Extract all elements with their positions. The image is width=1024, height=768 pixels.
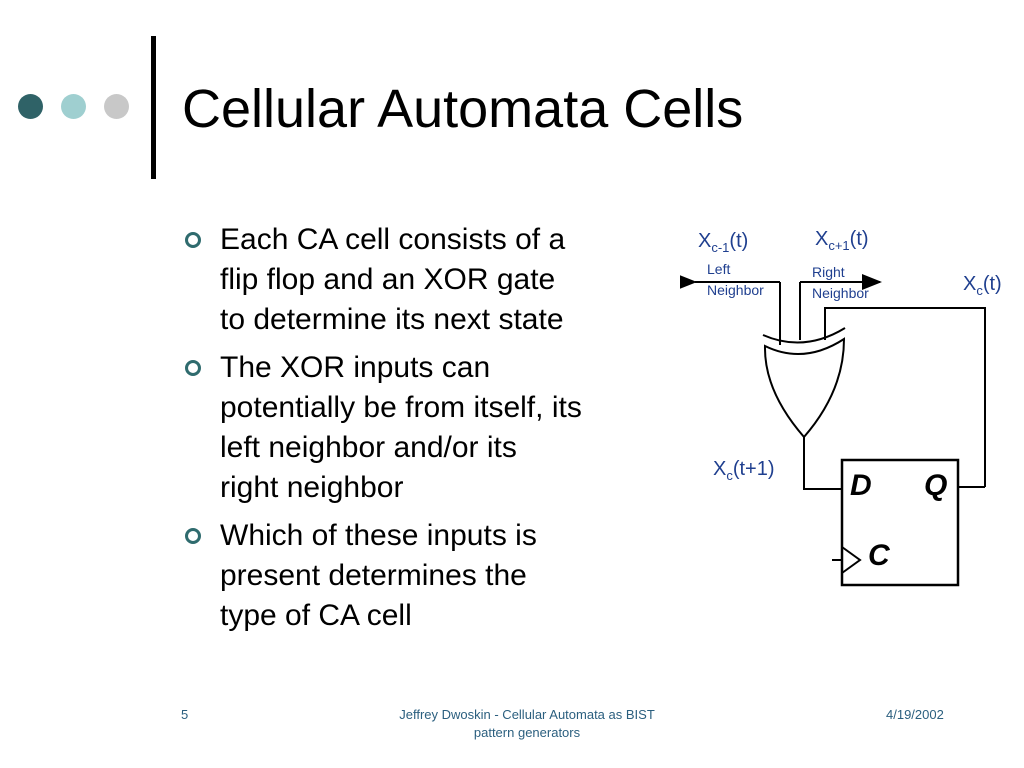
right-neighbor-label: Right Neighbor xyxy=(812,264,869,301)
xor-gate-back-curve xyxy=(762,327,846,344)
wire-xor-to-d xyxy=(803,437,842,490)
slide-title: Cellular Automata Cells xyxy=(182,79,744,139)
bullet-ring-icon xyxy=(185,528,201,544)
bullet-ring-icon xyxy=(185,232,201,248)
ca-cell-diagram: Xc-1(t) Xc+1(t) Left Neighbor Right Neig… xyxy=(680,228,1002,587)
ff-d-label: D xyxy=(850,469,872,502)
bullet-text: The XOR inputs can potentially be from i… xyxy=(220,351,582,504)
ff-c-label: C xyxy=(868,539,891,572)
dot-light-icon xyxy=(104,94,129,119)
dot-dark-icon xyxy=(18,94,43,119)
bullet-list: Each CA cell consists of a flip flop and… xyxy=(180,220,680,644)
input-right-label: Xc+1(t) xyxy=(815,228,869,253)
bullet-item: The XOR inputs can potentially be from i… xyxy=(180,348,680,508)
self-output-label: Xc(t) xyxy=(963,273,1002,298)
bullet-ring-icon xyxy=(185,360,201,376)
footer-center-text: Jeffrey Dwoskin - Cellular Automata as B… xyxy=(399,707,655,740)
bullet-item: Which of these inputs is present determi… xyxy=(180,516,680,636)
ff-q-label: Q xyxy=(924,469,947,502)
bullet-text: Each CA cell consists of a flip flop and… xyxy=(220,223,566,336)
footer-page-number: 5 xyxy=(181,707,189,722)
flip-flop-box xyxy=(840,458,960,587)
clock-triangle-icon xyxy=(841,546,862,574)
dot-mid-icon xyxy=(61,94,86,119)
wire-self-feedback xyxy=(824,307,986,487)
bullet-item: Each CA cell consists of a flip flop and… xyxy=(180,220,680,340)
next-state-label: Xc(t+1) xyxy=(713,458,775,483)
title-divider xyxy=(151,36,156,179)
xor-gate-shape xyxy=(763,337,846,439)
decorative-dots xyxy=(0,88,140,124)
footer-date: 4/19/2002 xyxy=(886,707,944,722)
input-left-label: Xc-1(t) xyxy=(698,230,748,255)
bullet-text: Which of these inputs is present determi… xyxy=(220,519,537,632)
left-neighbor-label: Left Neighbor xyxy=(707,261,764,298)
